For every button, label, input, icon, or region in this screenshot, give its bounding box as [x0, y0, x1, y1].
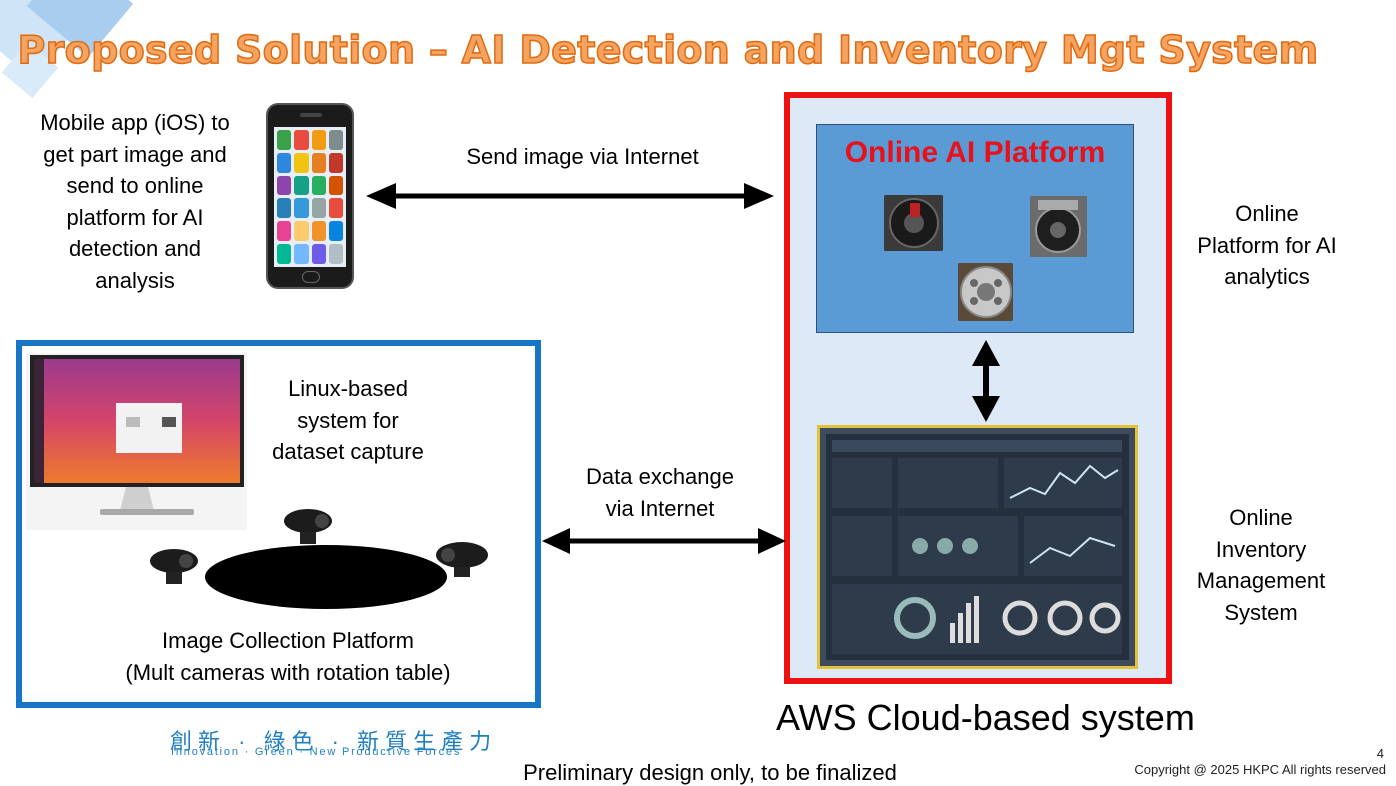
- inventory-line: Online: [1229, 505, 1293, 530]
- mobile-line: get part image and: [43, 141, 227, 167]
- dashboard-image: [817, 425, 1138, 669]
- image-collection-label: Image Collection Platform (Mult cameras …: [80, 625, 496, 688]
- mobile-line: analysis: [95, 267, 175, 293]
- aws-label: AWS Cloud-based system: [776, 697, 1195, 738]
- inventory-line: Inventory: [1215, 536, 1307, 562]
- smartphone-icon: [266, 103, 354, 289]
- linux-line: system for: [297, 407, 399, 433]
- part-image: [958, 263, 1013, 321]
- image-collection-line: Image Collection Platform: [162, 628, 414, 653]
- logo-chinese: 創新 · 綠色 · 新質生產力: [170, 729, 498, 754]
- part-image: [1030, 196, 1087, 257]
- inventory-line: Management: [1196, 568, 1326, 593]
- mobile-line: platform for AI: [66, 204, 204, 230]
- inventory-line: System: [1224, 599, 1298, 625]
- part-image: [884, 195, 943, 251]
- footer-note: Preliminary design only, to be finalized: [523, 760, 897, 785]
- logo-english: Innovation · Green · New Productive Forc…: [171, 746, 462, 758]
- data-exchange-line: Data exchange: [586, 464, 734, 489]
- webcam-icon: [150, 549, 198, 584]
- double-arrow-icon: [542, 528, 786, 554]
- monitor-icon: [26, 353, 247, 530]
- ai-analytics-line: Platform for AI: [1197, 232, 1337, 258]
- copyright: Copyright @ 2025 HKPC All rights reserve…: [1134, 762, 1386, 777]
- double-arrow-icon: [366, 183, 774, 209]
- ai-analytics-line: analytics: [1224, 264, 1310, 289]
- webcam-icon: [436, 542, 488, 577]
- ai-analytics-label: Online Platform for AI analytics: [1180, 198, 1354, 293]
- dashboard-graphic: [826, 434, 1129, 660]
- data-exchange-line: via Internet: [605, 495, 715, 521]
- mobile-app-description: Mobile app (iOS) to get part image and s…: [20, 107, 250, 296]
- slide-title: Proposed Solution – AI Detection and Inv…: [17, 27, 1319, 73]
- page-number: 4: [1376, 746, 1384, 761]
- linux-line: dataset capture: [272, 439, 424, 464]
- ai-platform-title: Online AI Platform: [844, 136, 1106, 169]
- mobile-line: detection and: [68, 236, 202, 261]
- linux-line: Linux-based: [288, 376, 408, 401]
- inventory-system-label: Online Inventory Management System: [1176, 502, 1346, 628]
- mobile-line: Mobile app (iOS) to: [40, 110, 230, 135]
- data-exchange-label: Data exchange via Internet: [560, 461, 760, 524]
- rotation-table: [205, 545, 447, 609]
- mobile-line: send to online: [66, 173, 204, 198]
- webcam-icon: [284, 509, 332, 544]
- send-image-label: Send image via Internet: [466, 144, 699, 169]
- linux-system-label: Linux-based system for dataset capture: [248, 373, 448, 468]
- image-collection-line: (Mult cameras with rotation table): [125, 659, 451, 685]
- ai-analytics-line: Online: [1235, 201, 1299, 226]
- vertical-double-arrow-icon: [972, 340, 1000, 422]
